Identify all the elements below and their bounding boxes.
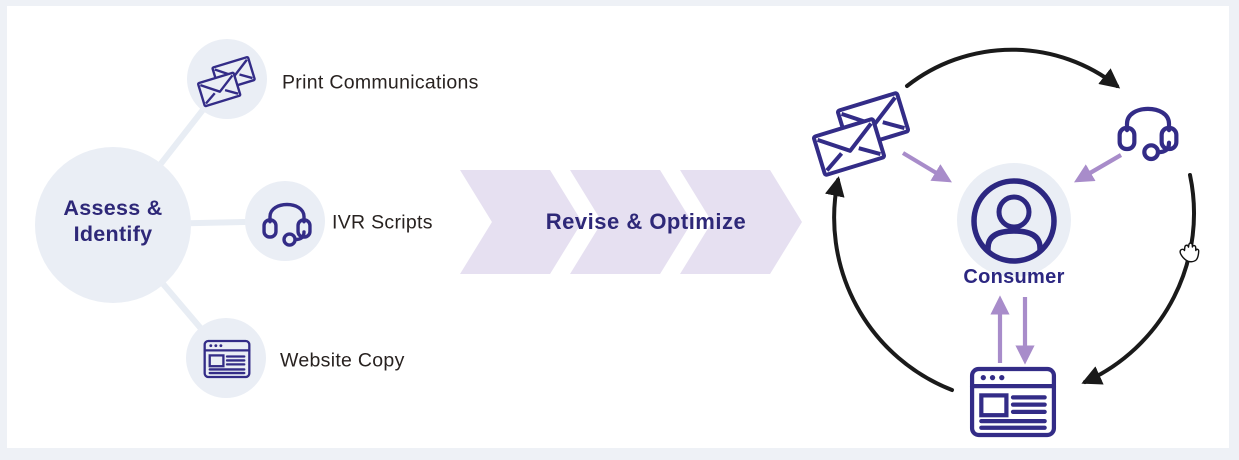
headset-icon <box>1120 109 1177 159</box>
consumer-icon <box>957 163 1071 277</box>
consumer-label: Consumer <box>963 266 1065 288</box>
process-chevrons: Revise & Optimize <box>460 170 802 274</box>
cycle-arcs <box>824 47 1196 392</box>
item-label-print-communications: Print Communications <box>282 71 479 94</box>
node-circle-web <box>186 318 266 398</box>
cycle-arrow-right <box>1081 173 1196 385</box>
envelopes-icon <box>814 93 909 175</box>
hub-circle <box>35 147 191 303</box>
hand-cursor <box>1179 242 1200 263</box>
item-label-website-copy: Website Copy <box>280 349 405 372</box>
flow-arrow-print-to-consumer <box>901 151 952 183</box>
flow-arrows <box>901 151 1123 365</box>
stage1-title-line2: Identify <box>73 222 153 246</box>
item-label-ivr-scripts: IVR Scripts <box>332 211 433 234</box>
stage2-title: Revise & Optimize <box>545 209 747 234</box>
cycle-arrow-left <box>824 176 954 392</box>
stage1-title: Assess & Identify <box>33 195 193 247</box>
node-circle-ivr <box>245 181 325 261</box>
stage1-title-line1: Assess & <box>63 196 163 220</box>
flow-arrow-ivr-to-consumer <box>1073 153 1123 183</box>
browser-icon <box>972 369 1054 435</box>
cycle-arrow-top <box>905 47 1121 89</box>
